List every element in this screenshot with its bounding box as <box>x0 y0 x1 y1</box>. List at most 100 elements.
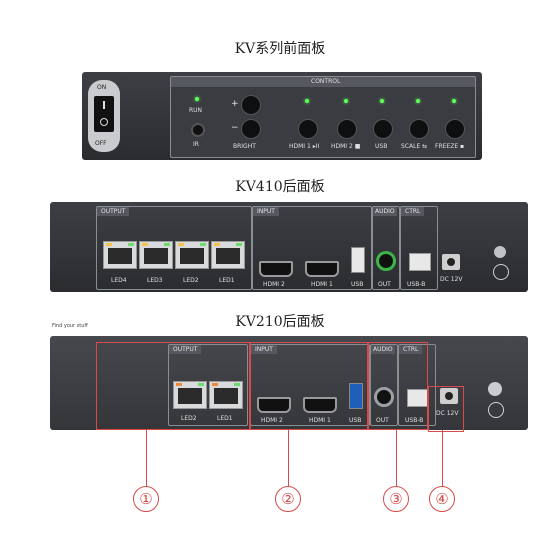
kv410-dc-label: DC 12V <box>440 276 463 283</box>
scale-label: SCALE ⇆ <box>401 143 428 150</box>
kv210-heading: KV210后面板 <box>235 314 325 330</box>
bright-minus-label: − <box>231 123 239 133</box>
hdmi2-button[interactable] <box>337 119 357 139</box>
kv210-audio-title: AUDIO <box>371 345 395 354</box>
kv210-led1-port[interactable] <box>209 381 243 409</box>
hdmi1-led <box>305 99 309 103</box>
front-panel-heading: KV系列前面板 <box>234 41 326 57</box>
kv410-audio-title: AUDIO <box>373 207 397 216</box>
switch-off-label: OFF <box>95 140 107 147</box>
callout-box-2 <box>250 342 368 430</box>
freeze-label: FREEZE ▪ <box>435 143 465 150</box>
kv210-dc-jack[interactable] <box>440 388 458 404</box>
kv410-led4-label: LED4 <box>111 277 127 284</box>
kv410-output-title: OUTPUT <box>97 207 130 216</box>
power-switch[interactable]: ON OFF <box>88 80 120 152</box>
kv210-out-label: OUT <box>376 417 389 424</box>
usb-led <box>380 99 384 103</box>
kv210-led1-label: LED1 <box>217 415 233 422</box>
control-group: CONTROL RUN IR + − BRIGHT HDMI 1 ▸II HDM… <box>170 76 476 158</box>
kv410-led1-port[interactable] <box>211 241 245 269</box>
kv410-ground-screw <box>494 246 506 258</box>
hdmi2-label: HDMI 2 ■ <box>331 143 361 150</box>
kv410-rear-panel: OUTPUT LED4 LED3 LED2 LED1 INPUT HDMI 2 … <box>50 202 528 292</box>
kv410-led4-port[interactable] <box>103 241 137 269</box>
kv210-led2-label: LED2 <box>181 415 197 422</box>
kv410-output-group: OUTPUT LED4 LED3 LED2 LED1 <box>96 206 252 290</box>
kv410-led3-label: LED3 <box>147 277 163 284</box>
run-led <box>195 97 199 101</box>
kv210-ground-icon <box>488 402 504 418</box>
usb-label: USB <box>375 143 388 150</box>
kv410-dc-jack[interactable] <box>442 254 460 270</box>
switch-on-label: ON <box>97 84 107 91</box>
kv410-usbb-label: USB-B <box>407 281 426 288</box>
kv410-hdmi2-label: HDMI 2 <box>263 281 285 288</box>
kv410-input-group: INPUT HDMI 2 HDMI 1 USB <box>252 206 372 290</box>
callout-line-1 <box>146 430 147 486</box>
callout-box-4 <box>428 386 464 432</box>
control-title-bar: CONTROL <box>171 77 475 87</box>
callout-box-1 <box>96 342 250 430</box>
callout-line-3 <box>396 430 397 486</box>
kv410-audio-out-jack[interactable] <box>376 251 396 271</box>
kv410-led1-label: LED1 <box>219 277 235 284</box>
kv410-usbb-port[interactable] <box>409 253 431 271</box>
freeze-button[interactable] <box>445 119 465 139</box>
callout-box-3 <box>368 342 428 430</box>
kv210-output-group: OUTPUT LED2 LED1 <box>168 344 248 426</box>
kv210-hdmi1-label: HDMI 1 <box>309 417 331 424</box>
callout-line-4 <box>442 430 443 486</box>
callout-line-2 <box>288 430 289 486</box>
kv410-led2-port[interactable] <box>175 241 209 269</box>
hdmi1-button[interactable] <box>298 119 318 139</box>
kv410-hdmi1-label: HDMI 1 <box>311 281 333 288</box>
kv210-hdmi2-label: HDMI 2 <box>261 417 283 424</box>
kv410-audio-group: AUDIO OUT <box>372 206 400 290</box>
hdmi1-label: HDMI 1 ▸II <box>289 143 320 150</box>
kv210-ctrl-group: CTRL USB-B <box>398 344 436 426</box>
kv210-rear-panel: OUTPUT LED2 LED1 INPUT HDMI 2 HDMI 1 USB… <box>50 336 528 430</box>
kv210-usb-port[interactable] <box>349 383 363 409</box>
kv210-dc-label: DC 12V <box>436 410 459 417</box>
hdmi2-led <box>344 99 348 103</box>
scale-button[interactable] <box>409 119 429 139</box>
kv410-ctrl-group: CTRL USB-B <box>400 206 438 290</box>
kv210-audio-out-jack[interactable] <box>374 387 394 407</box>
scale-led <box>416 99 420 103</box>
usb-button[interactable] <box>373 119 393 139</box>
kv410-input-title: INPUT <box>253 207 279 216</box>
callout-circle-1: ① <box>133 486 159 512</box>
kv410-usb-port[interactable] <box>351 247 365 273</box>
run-label: RUN <box>189 107 203 114</box>
kv410-led3-port[interactable] <box>139 241 173 269</box>
bright-up-button[interactable] <box>241 95 261 115</box>
freeze-led <box>452 99 456 103</box>
kv410-hdmi1-port[interactable] <box>305 261 339 277</box>
kv410-ctrl-title: CTRL <box>401 207 425 216</box>
bright-label: BRIGHT <box>233 143 256 150</box>
kv410-hdmi2-port[interactable] <box>259 261 293 277</box>
kv410-heading: KV410后面板 <box>235 179 325 195</box>
kv210-usb-label: USB <box>349 417 362 424</box>
ir-sensor <box>191 123 205 137</box>
front-panel: ON OFF CONTROL RUN IR + − BRIGHT HDMI 1 … <box>82 72 482 160</box>
kv210-ground-screw <box>488 382 502 396</box>
control-title: CONTROL <box>311 78 341 85</box>
kv210-input-title: INPUT <box>251 345 277 354</box>
callout-circle-2: ② <box>275 486 301 512</box>
kv210-hdmi2-port[interactable] <box>257 397 291 413</box>
kv210-hdmi1-port[interactable] <box>303 397 337 413</box>
rocker[interactable] <box>94 96 114 132</box>
kv410-ground-icon <box>493 264 509 280</box>
ir-label: IR <box>193 141 199 148</box>
bright-down-button[interactable] <box>241 119 261 139</box>
kv210-audio-group: AUDIO OUT <box>370 344 398 426</box>
bright-plus-label: + <box>231 99 239 109</box>
kv410-out-label: OUT <box>378 281 391 288</box>
kv210-led2-port[interactable] <box>173 381 207 409</box>
kv210-caption: Find your stuff <box>52 323 88 329</box>
callout-circle-3: ③ <box>383 486 409 512</box>
kv210-usbb-label: USB-B <box>405 417 424 424</box>
kv410-led2-label: LED2 <box>183 277 199 284</box>
